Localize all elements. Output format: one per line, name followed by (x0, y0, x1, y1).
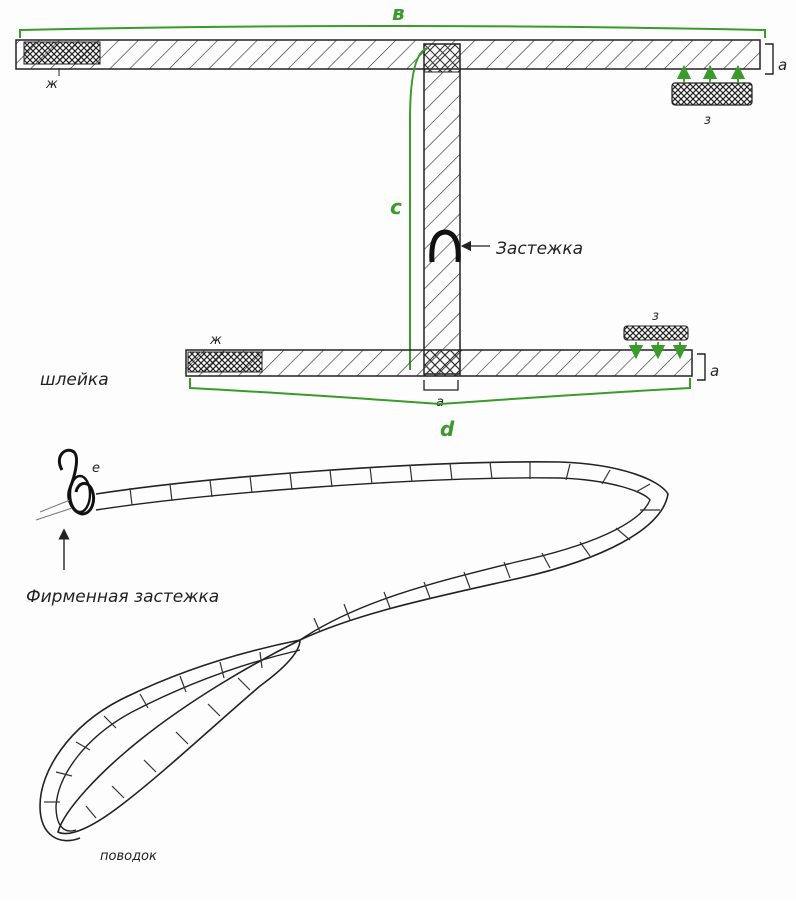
harness-name-label: шлейка (40, 370, 109, 390)
bottom-strap-length-bracket (189, 378, 691, 406)
buckle-label: Застежка (496, 239, 583, 259)
leash (39, 461, 669, 842)
top-strap-velcro-right (671, 64, 753, 106)
top-strap-length-label: в (392, 1, 405, 25)
vertical-strap-length-label: с (390, 195, 402, 219)
top-strap-marker-left: ж (45, 77, 58, 92)
vertical-strap-length-line (409, 47, 429, 370)
bottom-strap-width-bracket (697, 353, 706, 381)
top-strap-length-bracket (19, 25, 766, 38)
bottom-strap-width-label: а (710, 362, 719, 380)
vertical-strap-width-label: а (436, 395, 444, 410)
bottom-strap-velcro-left (187, 351, 263, 373)
leash-name-label: поводок (100, 849, 157, 864)
top-strap-width-bracket (765, 43, 774, 75)
vertical-strap (423, 43, 461, 377)
bottom-strap-marker-left: ж (209, 333, 222, 348)
bottom-strap-marker-right: з (652, 309, 659, 324)
clasp-icon (35, 448, 96, 521)
bottom-strap-velcro-right (623, 325, 689, 360)
bottom-strap-length-label: d (440, 417, 455, 441)
top-strap-velcro-left (23, 41, 101, 65)
clasp-letter: е (92, 461, 100, 476)
top-strap (15, 39, 761, 70)
top-strap-width-label: а (778, 56, 787, 74)
clasp-label: Фирменная застежка (26, 587, 219, 607)
top-strap-marker-right: з (704, 113, 711, 128)
buckle-icon (429, 229, 461, 263)
bottom-strap (185, 349, 693, 377)
vertical-strap-width-bracket (423, 380, 459, 391)
